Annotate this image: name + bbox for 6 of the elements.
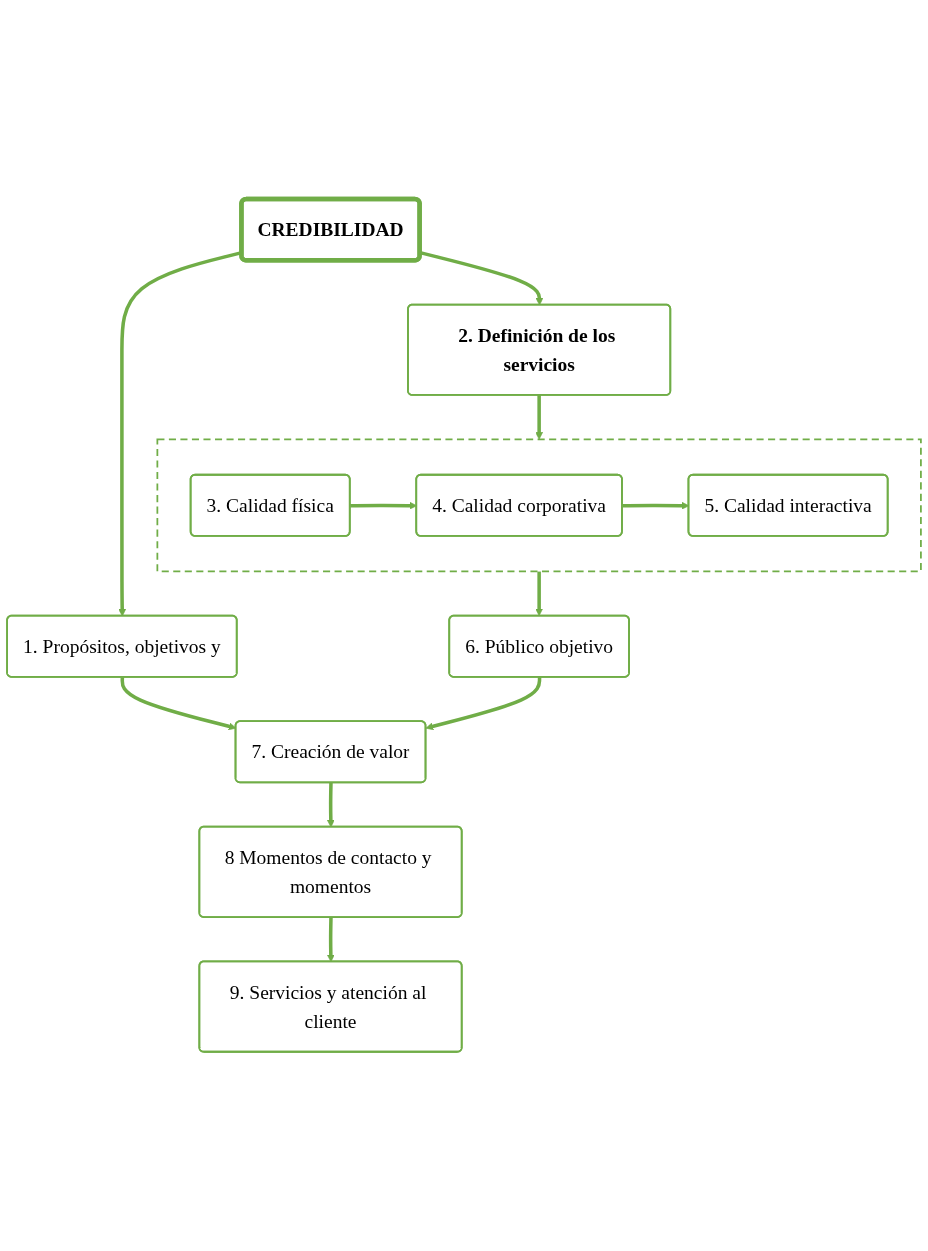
arrow (425, 677, 542, 731)
arrow (326, 917, 335, 963)
arrow (535, 395, 544, 440)
arrow (535, 571, 544, 617)
arrow (326, 782, 335, 828)
cluster (156, 438, 922, 573)
